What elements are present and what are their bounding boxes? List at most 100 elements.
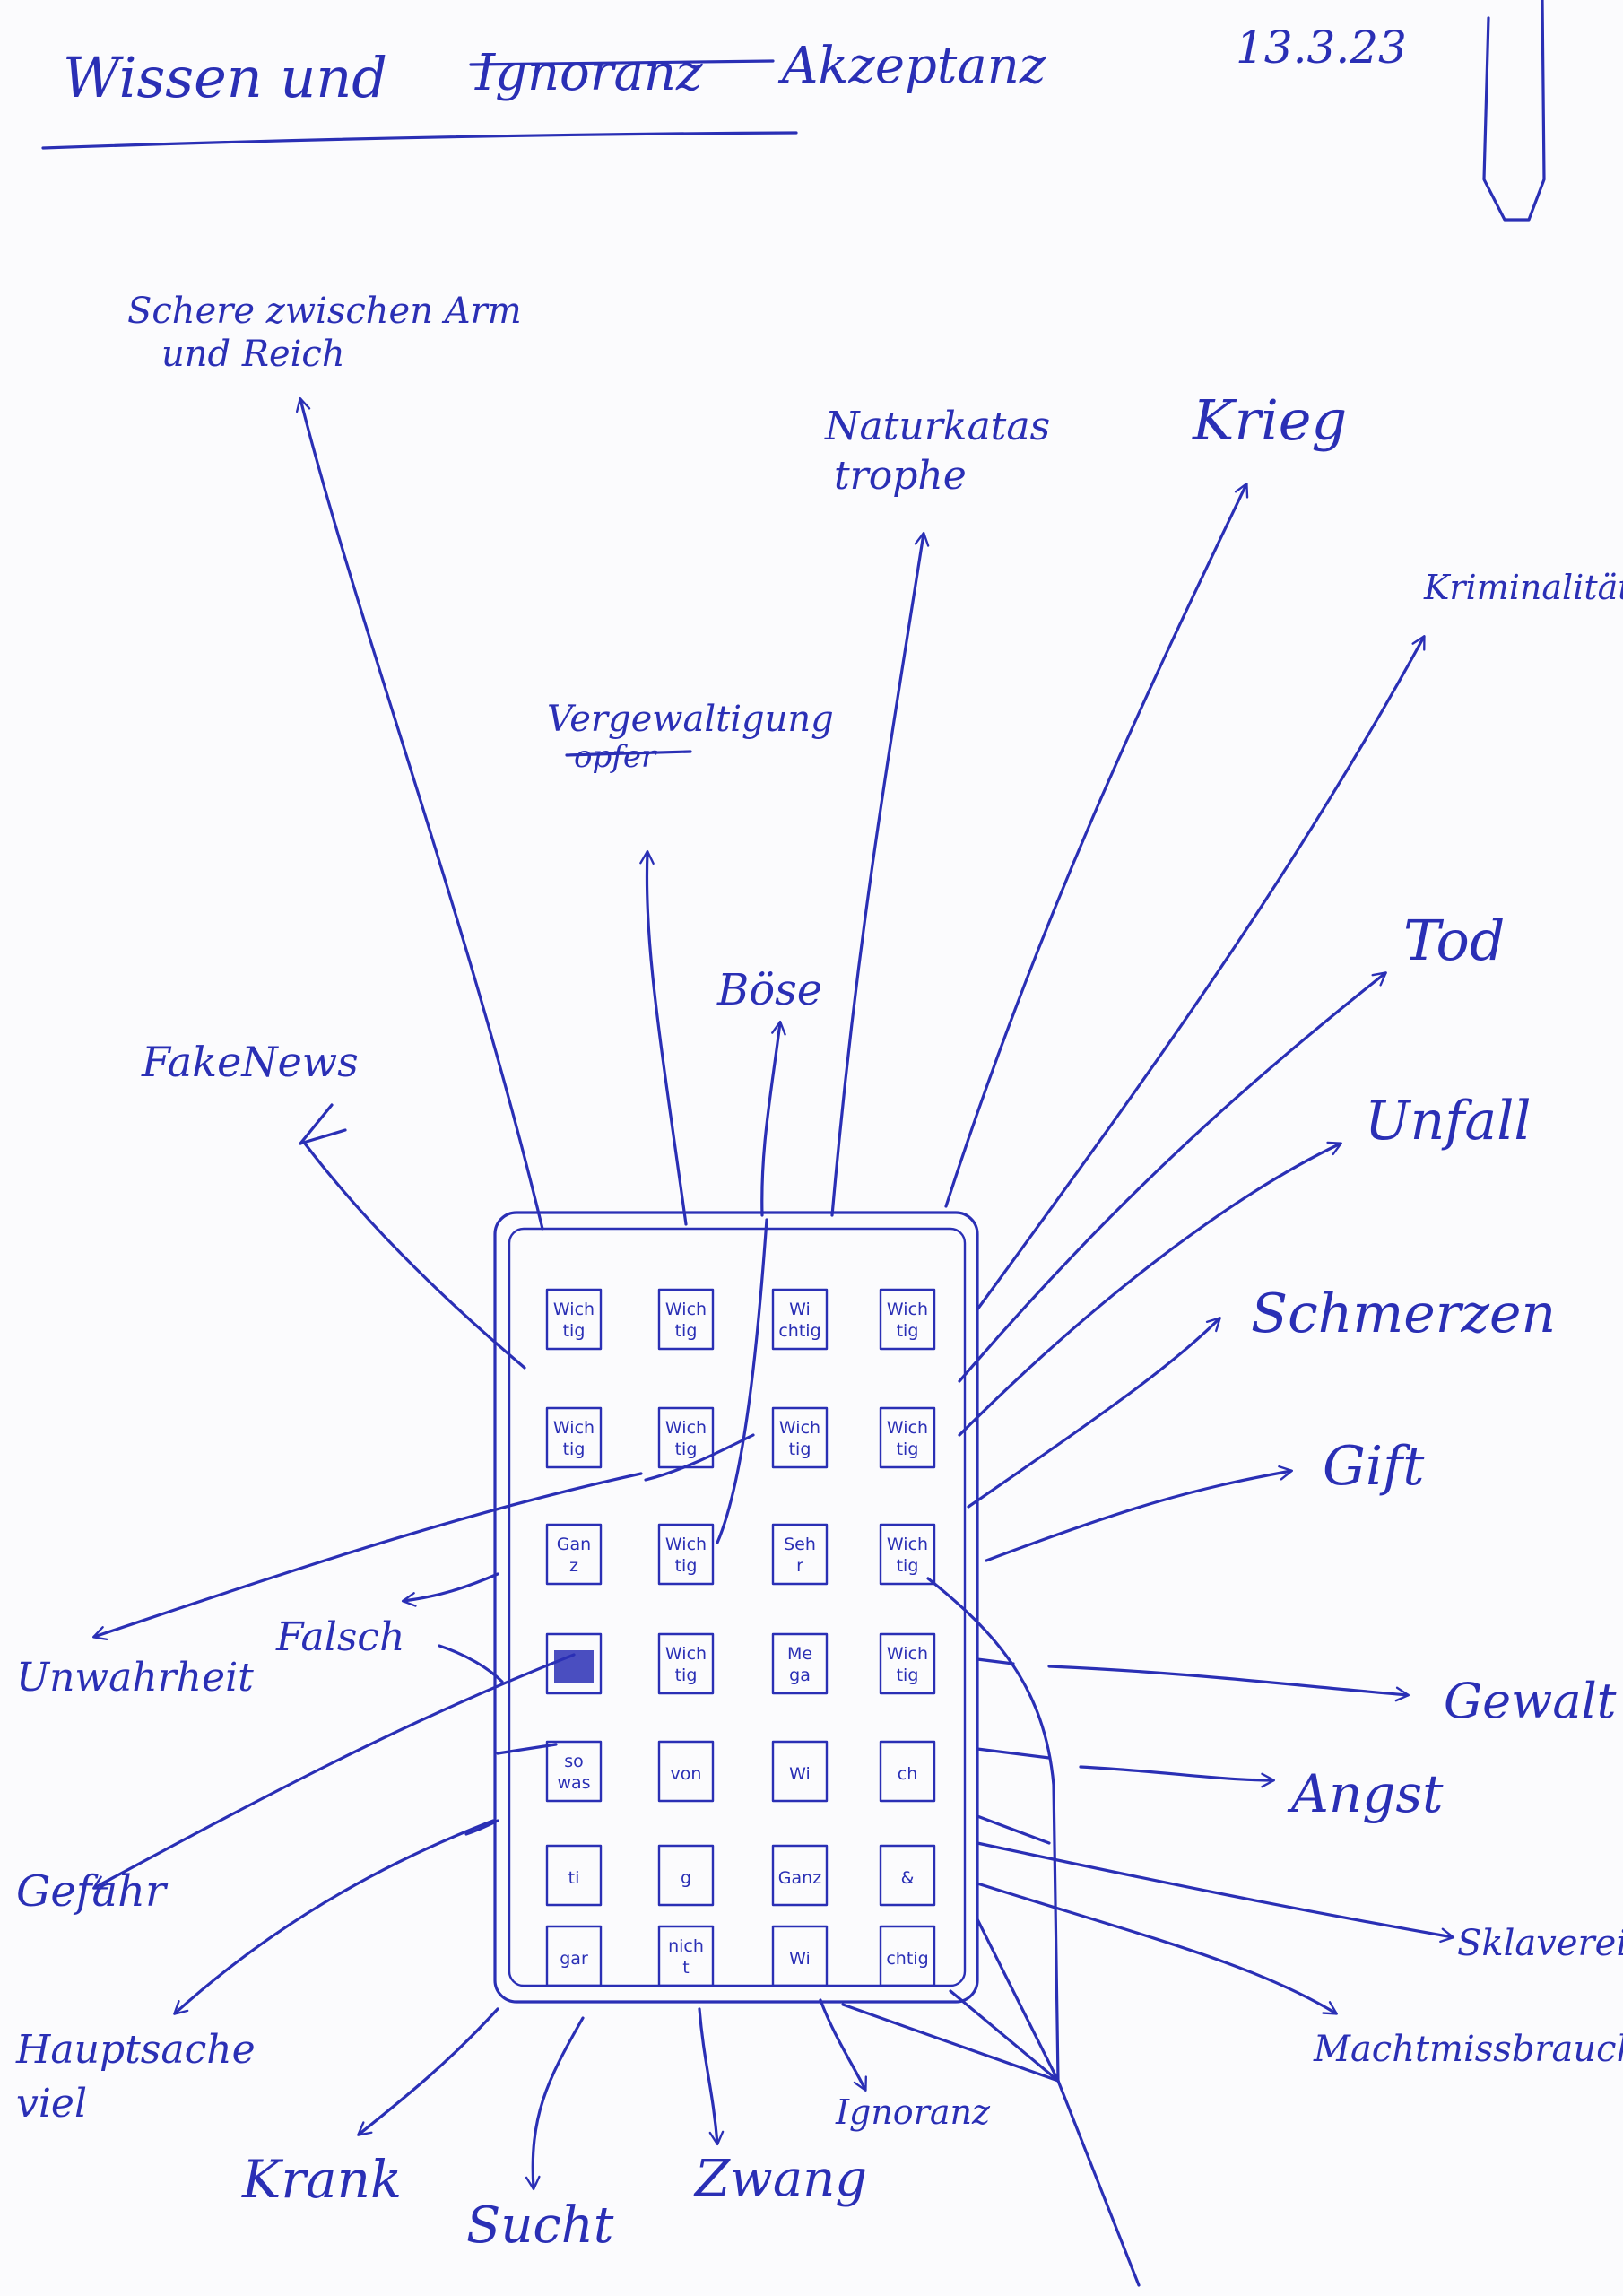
word-cell-text: gar xyxy=(560,1949,588,1969)
word-cell-frame xyxy=(771,1740,829,1803)
label-gift: Gift xyxy=(1323,1435,1425,1498)
word-cells: WichtigWichtigWichtigWichtigWichtigWicht… xyxy=(545,1288,936,1987)
word-cell-frame xyxy=(657,1740,715,1803)
arrow-schere xyxy=(295,396,544,1231)
word-cell-frame xyxy=(879,1406,936,1469)
word-cell-text: so xyxy=(564,1752,584,1771)
word-cell-text: & xyxy=(901,1868,915,1888)
label-schere-line2: und Reich xyxy=(161,334,345,375)
word-cell-frame xyxy=(879,1632,936,1695)
arrow-boese xyxy=(760,1020,786,1217)
arrowhead-fakenews-b xyxy=(299,1128,347,1145)
connectors xyxy=(299,1103,1141,2287)
word-cell-text: Wich xyxy=(665,1644,707,1664)
label-naturkatastrophe-line1: Naturkatas xyxy=(824,404,1050,449)
line-fakenews xyxy=(303,1142,526,1370)
title-underline xyxy=(41,131,798,150)
arrow-gefahr xyxy=(92,1653,576,1890)
arrow-unfall xyxy=(958,1141,1342,1437)
strike-line xyxy=(469,59,775,66)
word-cell-text: Ganz xyxy=(778,1868,821,1888)
word-cell-frame xyxy=(771,1406,829,1469)
word-cell-text: was xyxy=(557,1773,590,1793)
box-outer xyxy=(493,1211,979,2004)
word-cell: gar xyxy=(545,1925,603,1987)
word-cell: & xyxy=(879,1844,936,1907)
label-naturkatastrophe-line2: trophe xyxy=(834,453,967,499)
word-cell-text: tig xyxy=(675,1321,698,1341)
title-part1: Wissen und xyxy=(63,45,387,110)
tick-l1 xyxy=(438,1644,504,1683)
label-gefahr: Gefahr xyxy=(16,1866,169,1917)
label-vergewaltigung: Vergewaltigung xyxy=(547,699,834,740)
word-cell: Wi xyxy=(771,1740,829,1803)
word-cell-text: von xyxy=(671,1764,702,1784)
label-krank: Krank xyxy=(241,2149,402,2210)
word-cell-frame xyxy=(771,1523,829,1586)
word-cell-text: g xyxy=(681,1868,691,1888)
label-unfall: Unfall xyxy=(1365,1090,1532,1152)
word-cell-text: Wi xyxy=(789,1764,811,1784)
date-text: 13.3.23 xyxy=(1236,22,1407,74)
word-cell-frame xyxy=(545,1844,603,1907)
line-through-box-b xyxy=(926,1577,1060,2083)
label-tod: Tod xyxy=(1403,908,1506,973)
labels: Schere zwischen Arm und Reich Naturkatas… xyxy=(15,291,1623,2255)
word-cell-text: tig xyxy=(563,1439,586,1459)
word-cell: ch xyxy=(879,1740,936,1803)
label-unwahrheit: Unwahrheit xyxy=(16,1655,254,1700)
line-fan-2 xyxy=(949,1989,1060,2083)
bookmark-icon xyxy=(1482,0,1546,222)
word-cell: Wich tig xyxy=(879,1523,936,1586)
arrow-krieg xyxy=(944,483,1249,1208)
central-box: WichtigWichtigWichtigWichtigWichtigWicht… xyxy=(493,1211,979,2004)
tick-r1 xyxy=(976,1657,1015,1665)
word-cell-frame xyxy=(545,1406,603,1469)
label-schmerzen: Schmerzen xyxy=(1251,1283,1556,1345)
arrow-falsch xyxy=(401,1572,499,1607)
label-kriminalitaet: Kriminalität xyxy=(1423,568,1623,607)
label-machtmissbrauch: Machtmissbrauch xyxy=(1313,2029,1623,2070)
word-cell-text: Wich xyxy=(887,1300,928,1319)
word-cell: Wich tig xyxy=(657,1288,715,1351)
label-zwang: Zwang xyxy=(693,2150,867,2208)
box-inner xyxy=(508,1227,967,1987)
label-vergewaltigung-struck: opfer xyxy=(574,739,657,775)
arrow-krank xyxy=(357,2007,499,2136)
word-cell-text: tig xyxy=(897,1556,919,1576)
word-cell-text: Wich xyxy=(665,1300,707,1319)
word-cell-text: Wich xyxy=(665,1418,707,1438)
word-cell-frame xyxy=(545,1632,603,1695)
word-cell-text: tig xyxy=(675,1556,698,1576)
word-cell-frame xyxy=(879,1523,936,1586)
line-through-box-a xyxy=(716,1218,768,1544)
word-cell-frame xyxy=(657,1288,715,1351)
label-hauptsache-line1: Hauptsache xyxy=(15,2027,256,2073)
label-hauptsache-line2: viel xyxy=(16,2081,87,2126)
word-cell: von xyxy=(657,1740,715,1803)
word-cell-text: Wich xyxy=(887,1644,928,1664)
word-cell-frame xyxy=(771,1844,829,1907)
word-cell-frame xyxy=(657,1632,715,1695)
arrow-sklaverei xyxy=(976,1841,1455,1944)
word-cell-text: Wich xyxy=(887,1535,928,1554)
title-part2: Akzeptanz xyxy=(777,37,1046,95)
word-cell-text: Wich xyxy=(553,1300,595,1319)
arrow-angst xyxy=(1079,1765,1276,1788)
strike-opfer xyxy=(565,750,692,757)
word-cell-frame xyxy=(879,1740,936,1803)
tick-mid xyxy=(644,1433,755,1482)
struck-word: Ignoranz xyxy=(469,44,775,102)
label-angst: Angst xyxy=(1287,1763,1444,1824)
word-cell: ti xyxy=(545,1844,603,1907)
label-krieg: Krieg xyxy=(1192,387,1347,453)
